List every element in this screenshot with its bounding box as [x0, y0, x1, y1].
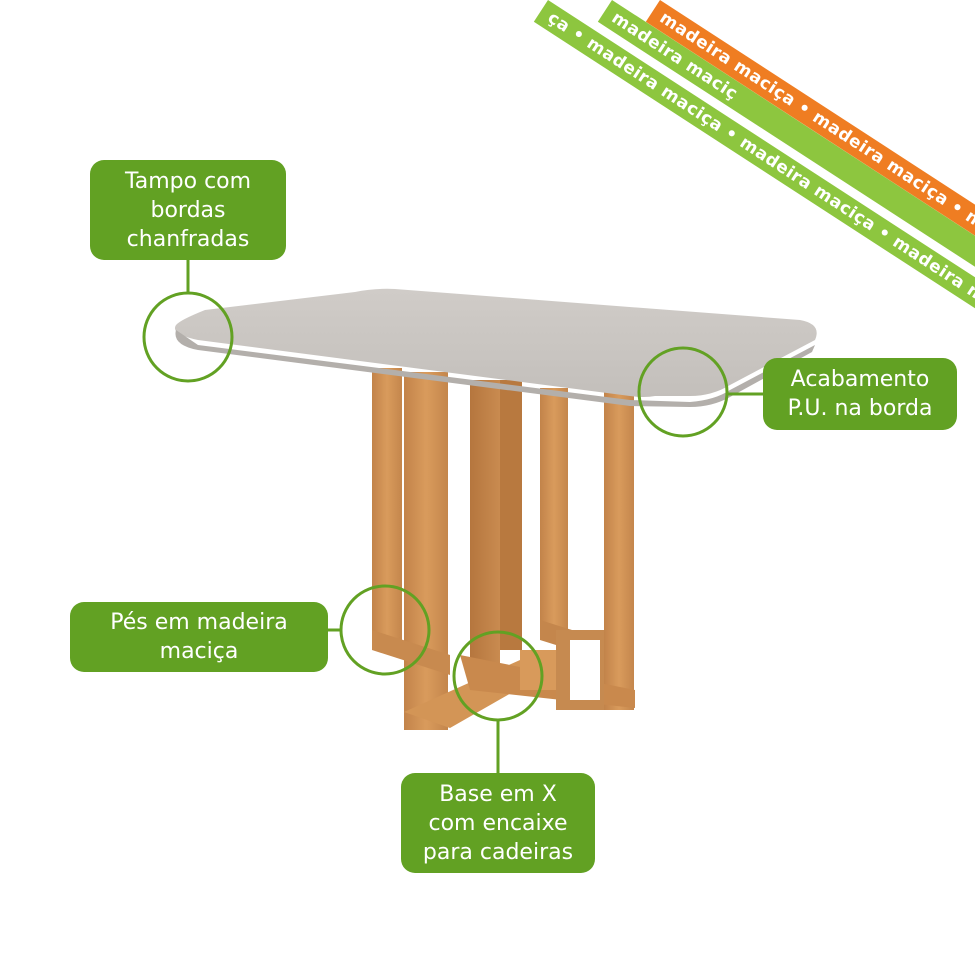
front-leg-frame: [372, 368, 635, 730]
callout-line: Pés em madeira: [110, 610, 288, 635]
callout-line: P.U. na borda: [787, 396, 933, 421]
callout-line: maciça: [159, 639, 239, 664]
callout-line: bordas: [150, 197, 226, 223]
callout-line: Acabamento: [790, 367, 930, 392]
callout-line: com encaixe: [428, 810, 568, 836]
callout-pu-finish: Acabamento P.U. na borda: [763, 358, 957, 430]
callout-tabletop-edges: Tampo com bordas chanfradas: [90, 160, 286, 260]
tabletop: [174, 288, 817, 407]
callout-line: Base em X: [439, 781, 557, 807]
callout-line: para cadeiras: [422, 839, 574, 865]
callout-x-base: Base em X com encaixe para cadeiras: [401, 773, 595, 873]
callout-line: chanfradas: [126, 226, 250, 252]
callout-connectors: [142, 260, 763, 773]
callout-line: Tampo com: [124, 168, 252, 194]
callout-solid-wood-legs: Pés em madeira maciça: [70, 602, 328, 672]
